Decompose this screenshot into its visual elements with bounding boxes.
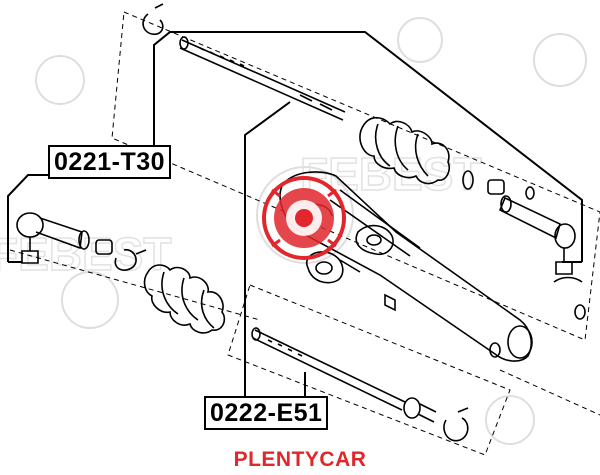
leader-lines <box>7 31 583 398</box>
brand-caption: PLENTYCAR <box>233 448 367 471</box>
part-number-inner-tie-rod[interactable]: 0222-E51 <box>204 396 329 430</box>
dashed-group-frames <box>9 11 600 456</box>
lower-rack-boot <box>143 264 226 334</box>
upper-rack-boot <box>359 116 451 185</box>
upper-inner-tie-rod <box>179 36 346 121</box>
brand-watermark-logo <box>262 176 346 260</box>
part-number-left-tie-rod-end[interactable]: 0221-T30 <box>48 145 172 179</box>
left-tie-rod-end <box>16 212 147 271</box>
right-tie-rod-end <box>498 195 583 283</box>
svg-text:FEBEST: FEBEST <box>300 148 481 200</box>
lower-inner-tie-rod <box>251 327 469 442</box>
upper-clips-and-nuts <box>142 3 535 200</box>
